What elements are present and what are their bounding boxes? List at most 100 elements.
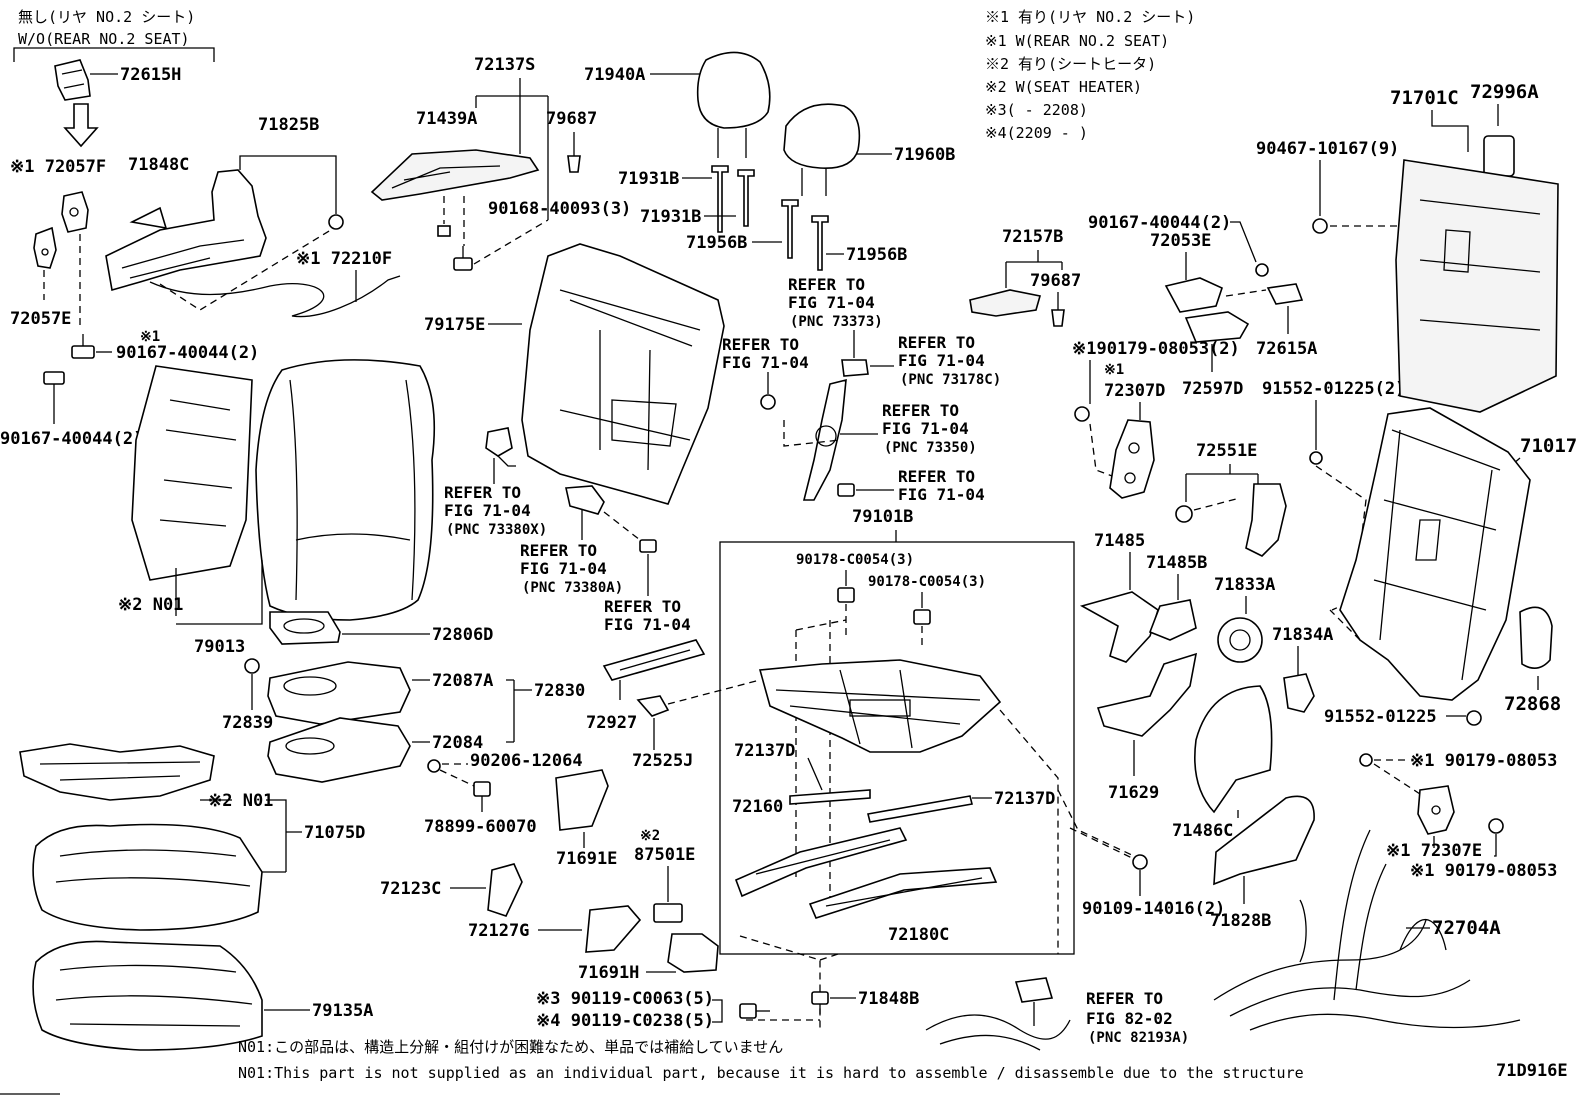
part-71956B1: 71956B [686,233,747,253]
part-71485: 71485 [1094,531,1145,551]
part-90206: 90206-12064 [470,751,583,771]
trim-71486C-icon [1194,685,1273,814]
belt-73350-icon [802,378,847,501]
rail-cover-72137D1-icon [789,789,871,805]
guide-71931B1-icon [711,165,729,233]
part-90467: 90467-10167(9) [1256,139,1399,159]
part-71848B: 71848B [858,989,919,1009]
bracket-72551E-icon [1245,483,1287,557]
svg-text:REFER TO: REFER TO [898,333,975,352]
screw-78899-icon [473,781,491,812]
ref-fig-71-04-b: REFER TO FIG 71-04 [898,467,985,504]
part-87501E: 87501E [634,845,695,865]
svg-text:(PNC 73350): (PNC 73350) [884,440,977,456]
ref-fig-71-04-a: REFER TO FIG 71-04 [722,335,809,372]
svg-text:REFER TO: REFER TO [444,483,521,502]
nut-90179a-icon [1359,753,1373,767]
svg-text:FIG 71-04: FIG 71-04 [882,419,969,438]
part-71825B: 71825B [258,115,319,135]
ref-fig-71-04-pnc-73380A: REFER TO FIG 71-04 (PNC 73380A) [520,541,623,596]
part-71075D: 71075D [304,823,365,843]
cushion-back-79013-icon [255,359,436,621]
cap-71848C-icon [129,206,168,230]
hook-72057F-icon [61,191,89,233]
cover-72127G-icon [585,905,642,953]
bolt-ref5-icon [837,483,855,497]
armrest-72084-icon [267,717,411,783]
part-72307E: ※1 72307E [1386,841,1482,861]
part-72525J: 72525J [632,751,693,771]
seat-cushion-71075D-icon [32,823,263,931]
part-71629: 71629 [1108,783,1159,803]
bolt-73373-icon [760,394,776,410]
ref-fig-71-04-pnc-73373: REFER TO FIG 71-04 (PNC 73373) [788,275,883,330]
svg-text:(PNC 73380X): (PNC 73380X) [446,522,547,538]
part-71834A: 71834A [1272,625,1333,645]
heater-mat-icon [131,365,253,581]
nut-90178a-icon [837,587,855,603]
bolt-90167b-icon [43,371,65,398]
svg-text:※2 有り(シートヒータ): ※2 有り(シートヒータ) [985,55,1156,73]
part-91552b: 91552-01225 [1324,707,1437,727]
part-71691E: 71691E [556,849,617,869]
part-91552a: 91552-01225(2) [1262,379,1405,399]
bezel-72597D-icon [1184,311,1250,343]
clip-icon [328,214,344,230]
seat-rail-72160-icon [734,827,908,898]
svg-text:※3( - 2208): ※3( - 2208) [985,101,1088,119]
headrest-71960B-icon [783,103,861,196]
part-71701C: 71701C [1390,87,1459,109]
cup-holder-72806D-icon [269,611,341,645]
switch-87501E-icon [653,903,683,923]
trim-72927-icon [602,639,706,681]
part-71960B: 71960B [894,145,955,165]
part-90178a: 90178-C0054(3) [796,552,914,568]
part-90178b: 90178-C0054(3) [868,574,986,590]
side-cover-71825B-icon [105,169,267,292]
buckle-73380X-icon [485,427,516,467]
part-71848C: 71848C [128,155,189,175]
footnote-jp: N01:この部品は、構造上分解・組付けが困難なため、単品では補給していません [238,1038,783,1056]
pad-72868-icon [1519,606,1553,669]
cover-71629-icon [1096,652,1198,737]
part-72868: 72868 [1504,693,1561,715]
part-72137S: 72137S [474,55,535,75]
reel-71833A-icon [1217,617,1263,663]
part-72057E: 72057E [10,309,71,329]
bolt-90167c-icon [1255,263,1269,277]
svg-text:FIG 71-04: FIG 71-04 [788,293,875,312]
bolt-90119-icon [739,1003,770,1019]
arrow-down-icon [63,103,99,148]
legend: ※1 有り(リヤ NO.2 シート) ※1 W(REAR NO.2 SEAT) … [985,8,1195,142]
cover-72157B-icon [969,289,1042,317]
rail-cover-72137D2-icon [867,795,973,823]
part-90167c: 90167-40044(2) [1088,213,1231,233]
bolt-90167a-icon [71,334,95,359]
svg-text:REFER TO: REFER TO [788,275,865,294]
part-90179b: ※1 90179-08053 [1410,861,1557,881]
screw-90168-icon [453,246,473,271]
bolt-72839-icon [244,658,260,674]
part-72084: 72084 [432,733,483,753]
part-72551E: 72551E [1196,441,1257,461]
guide-71956B2-icon [811,215,829,271]
bolt-72551E-icon [1175,505,1193,523]
cover-71834A-icon [1283,673,1315,713]
part-72127G: 72127G [468,921,529,941]
diagram-id: 71D916E [1496,1061,1568,1081]
part-79135A: 79135A [312,1001,373,1021]
part-72704A: 72704A [1432,917,1501,939]
part-71940A: 71940A [584,65,645,85]
svg-text:REFER TO: REFER TO [520,541,597,560]
part-72210F: ※1 72210F [296,249,392,269]
part-72839: 72839 [222,713,273,733]
part-72307D-mark: ※1 [1104,362,1124,378]
header-left-jp: 無し(リヤ NO.2 シート) [18,8,195,26]
wire-harness-72704A-icon [1213,829,1521,1031]
part-72806D: 72806D [432,625,493,645]
part-72615A: 72615A [1256,339,1317,359]
svg-text:(PNC 73178C): (PNC 73178C) [900,372,1001,388]
part-90167a: 90167-40044(2) [116,343,259,363]
seat-pad-79135A-icon [32,940,263,1051]
svg-text:※1 W(REAR NO.2 SEAT): ※1 W(REAR NO.2 SEAT) [985,32,1169,50]
